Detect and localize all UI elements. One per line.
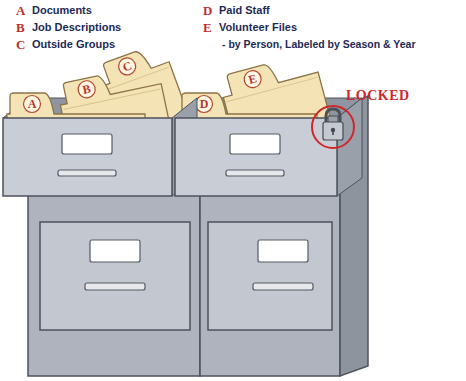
drawer-handle: [58, 170, 116, 176]
callout-label: LOCKED: [346, 88, 456, 104]
key-letter: B: [16, 20, 32, 36]
drawer-front: [208, 222, 332, 330]
drawer-front: [3, 118, 172, 196]
folder-crease: [227, 77, 318, 101]
key-letter: E: [203, 20, 219, 36]
drawer-front: [40, 222, 190, 330]
label-holder: [258, 240, 308, 262]
key-description: Outside Groups: [32, 38, 192, 50]
lock-body: [323, 122, 343, 140]
key-description: Job Descriptions: [32, 21, 192, 33]
label-holder: [62, 134, 112, 154]
drawer-handle: [226, 170, 284, 176]
key-description: Paid Staff: [219, 4, 419, 16]
key-letter: C: [16, 37, 32, 53]
highlight-circle: [312, 106, 354, 148]
key-letter: D: [203, 3, 219, 19]
folder-crease: [109, 67, 169, 89]
key-description: Volunteer Files: [219, 21, 419, 33]
drawer-handle: [253, 283, 313, 290]
tab-letter: A: [10, 94, 54, 116]
label-holder: [230, 134, 280, 154]
key-description: Documents: [32, 4, 192, 16]
lock-keyhole: [332, 131, 334, 135]
drawer-handle: [85, 283, 145, 290]
key-letter: A: [16, 3, 32, 19]
label-holder: [90, 240, 140, 262]
key-description: - by Person, Labeled by Season & Year: [222, 38, 464, 50]
